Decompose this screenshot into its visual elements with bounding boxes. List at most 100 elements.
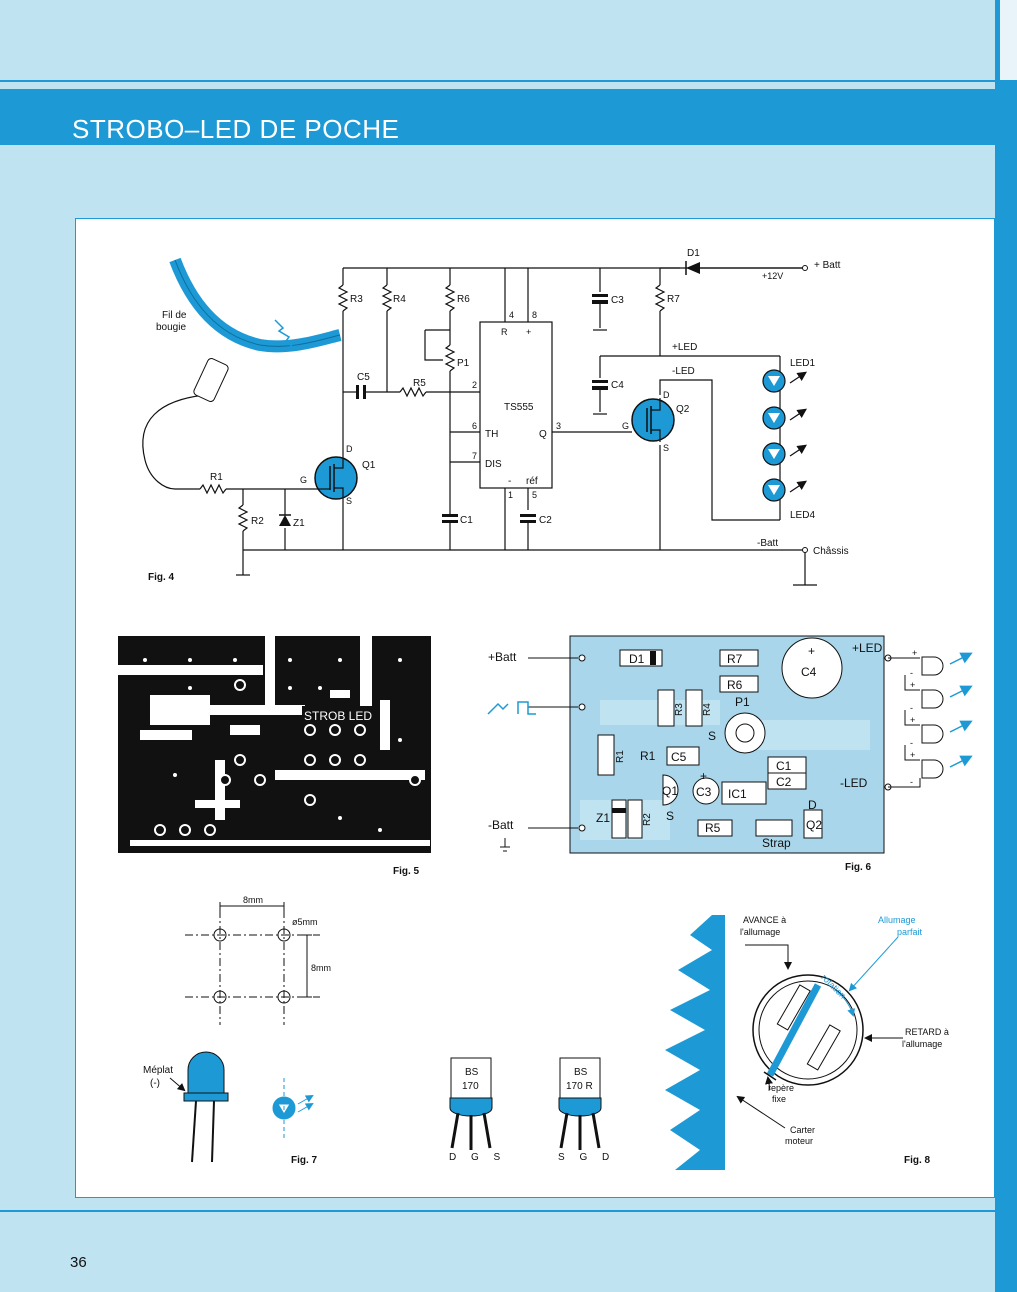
- r7-label: R7: [667, 294, 680, 305]
- fig6-q1-label: Q1: [662, 784, 678, 798]
- fig4-shapes: [169, 257, 808, 576]
- fig4-schematic: [142, 267, 817, 586]
- q1-label: Q1: [362, 460, 376, 471]
- fig6-led2-minus: -: [910, 703, 913, 713]
- dim-8mm-side: 8mm: [311, 963, 331, 973]
- fig6-c3-plus-label: +: [700, 769, 707, 783]
- fig6-led4-minus: -: [910, 777, 913, 787]
- fig7-drawings: [169, 902, 602, 1163]
- bs170r-pins: S G D: [558, 1152, 609, 1163]
- c1-label: C1: [460, 515, 473, 526]
- fig6-led-plus-label: +LED: [852, 641, 883, 655]
- header-rule: [0, 80, 995, 82]
- avance-label-1: AVANCE à: [743, 915, 786, 925]
- pin6-label: 6: [472, 421, 477, 431]
- led-plus-label: +LED: [672, 342, 697, 353]
- page-number: 36: [70, 1254, 87, 1271]
- fig6-led3-minus: -: [910, 738, 913, 748]
- fig6-led1-plus: +: [912, 648, 917, 658]
- fig6-r3-label: R3: [674, 703, 685, 716]
- r2-label: R2: [251, 516, 264, 527]
- allumage-label-1: Allumage: [878, 915, 916, 925]
- q1-drain-label: D: [346, 444, 353, 454]
- p1-label: P1: [457, 358, 470, 369]
- fig6-s-label: S: [708, 729, 716, 743]
- pin-dis-label: DIS: [485, 459, 502, 470]
- q2-gate-label: G: [622, 421, 629, 431]
- pin1-label: 1: [508, 490, 513, 500]
- footer-rule: [0, 1210, 995, 1212]
- fig6-r7-label: R7: [727, 652, 743, 666]
- fig6-q2-d-label: D: [808, 798, 817, 812]
- fig6-r2-label: R2: [642, 813, 653, 826]
- repere-label-2: fixe: [772, 1094, 786, 1104]
- fig6-led2-plus: +: [910, 680, 915, 690]
- chassis-label: Châssis: [813, 546, 849, 557]
- q2-label: Q2: [676, 404, 690, 415]
- fig6-q1-s-label: S: [666, 809, 674, 823]
- pcb-board-label: STROB LED: [304, 709, 372, 723]
- pin-q-label: Q: [539, 429, 547, 440]
- c4-label: C4: [611, 380, 624, 391]
- d1-label: D1: [687, 248, 700, 259]
- fig6-strap-label: Strap: [762, 836, 791, 850]
- pin7-label: 7: [472, 451, 477, 461]
- retard-label-2: l'allumage: [902, 1039, 942, 1049]
- fig6-q2-label: Q2: [806, 818, 822, 832]
- q2-drain-label: D: [663, 390, 670, 400]
- bs170r-line2: 170 R: [566, 1081, 593, 1092]
- fig6-p1-label: P1: [735, 695, 750, 709]
- allumage-label-2: parfait: [897, 927, 923, 937]
- fig4-caption: Fig. 4: [148, 572, 175, 583]
- page-title: STROBO–LED DE POCHE: [72, 114, 400, 144]
- pin4-label: 4: [509, 310, 514, 320]
- meplat-label: Méplat: [143, 1065, 173, 1076]
- avance-label-2: l'allumage: [740, 927, 780, 937]
- fig6-r5-label: R5: [705, 821, 721, 835]
- bs170r-line1: BS: [574, 1067, 588, 1078]
- retard-label-1: RETARD à: [905, 1027, 949, 1037]
- fig6-led4-plus: +: [910, 750, 915, 760]
- fig5-pcb: STROB LED Fig. 5: [118, 636, 431, 877]
- fig6-c1-label: C1: [776, 759, 792, 773]
- fig6-c2-label: C2: [776, 775, 792, 789]
- fig6-c3-label: C3: [696, 785, 712, 799]
- r1-label: R1: [210, 472, 223, 483]
- pin-ref-label: réf: [526, 476, 538, 487]
- led1-label: LED1: [790, 358, 815, 369]
- fig6-c4-plus-label: +: [808, 644, 815, 658]
- c3-label: C3: [611, 295, 624, 306]
- pin3-label: 3: [556, 421, 561, 431]
- fig6-r6-label: R6: [727, 678, 743, 692]
- bs170-pins: D G S: [449, 1152, 501, 1163]
- fig6-c4-label: C4: [801, 665, 817, 679]
- pin-th-label: TH: [485, 429, 498, 440]
- fig6-batt-plus-label: +Batt: [488, 650, 517, 664]
- fig5-caption: Fig. 5: [393, 866, 420, 877]
- fig6-c5-label: C5: [671, 750, 687, 764]
- fig6-d1-label: D1: [629, 652, 645, 666]
- carter-label-2: moteur: [785, 1136, 813, 1146]
- bs170-line1: BS: [465, 1067, 479, 1078]
- fig6-z1-label: Z1: [596, 811, 610, 825]
- meplat-sign-label: (-): [150, 1078, 160, 1089]
- c2-label: C2: [539, 515, 552, 526]
- fig4-labels: Fil de bougie R3 R4 R6 P1 C5 R5 R1 R2 Z1…: [148, 248, 849, 583]
- fig6-r1-label: R1: [640, 749, 656, 763]
- pin-minus-label: -: [508, 476, 511, 487]
- q1-gate-label: G: [300, 475, 307, 485]
- title-banner: [0, 89, 995, 145]
- fig8-drawing: [665, 915, 903, 1170]
- fig8-caption: Fig. 8: [904, 1155, 931, 1166]
- wire-label-1: Fil de: [162, 310, 187, 321]
- fig6-led3-plus: +: [910, 715, 915, 725]
- z1-label: Z1: [293, 518, 305, 529]
- v12-label: +12V: [762, 271, 783, 281]
- c5-label: C5: [357, 372, 370, 383]
- dim-8mm-top: 8mm: [243, 895, 263, 905]
- r4-label: R4: [393, 294, 406, 305]
- wire-label-2: bougie: [156, 322, 186, 333]
- page-edge-strip-light: [1000, 0, 1017, 80]
- fig6-ic1-label: IC1: [728, 787, 747, 801]
